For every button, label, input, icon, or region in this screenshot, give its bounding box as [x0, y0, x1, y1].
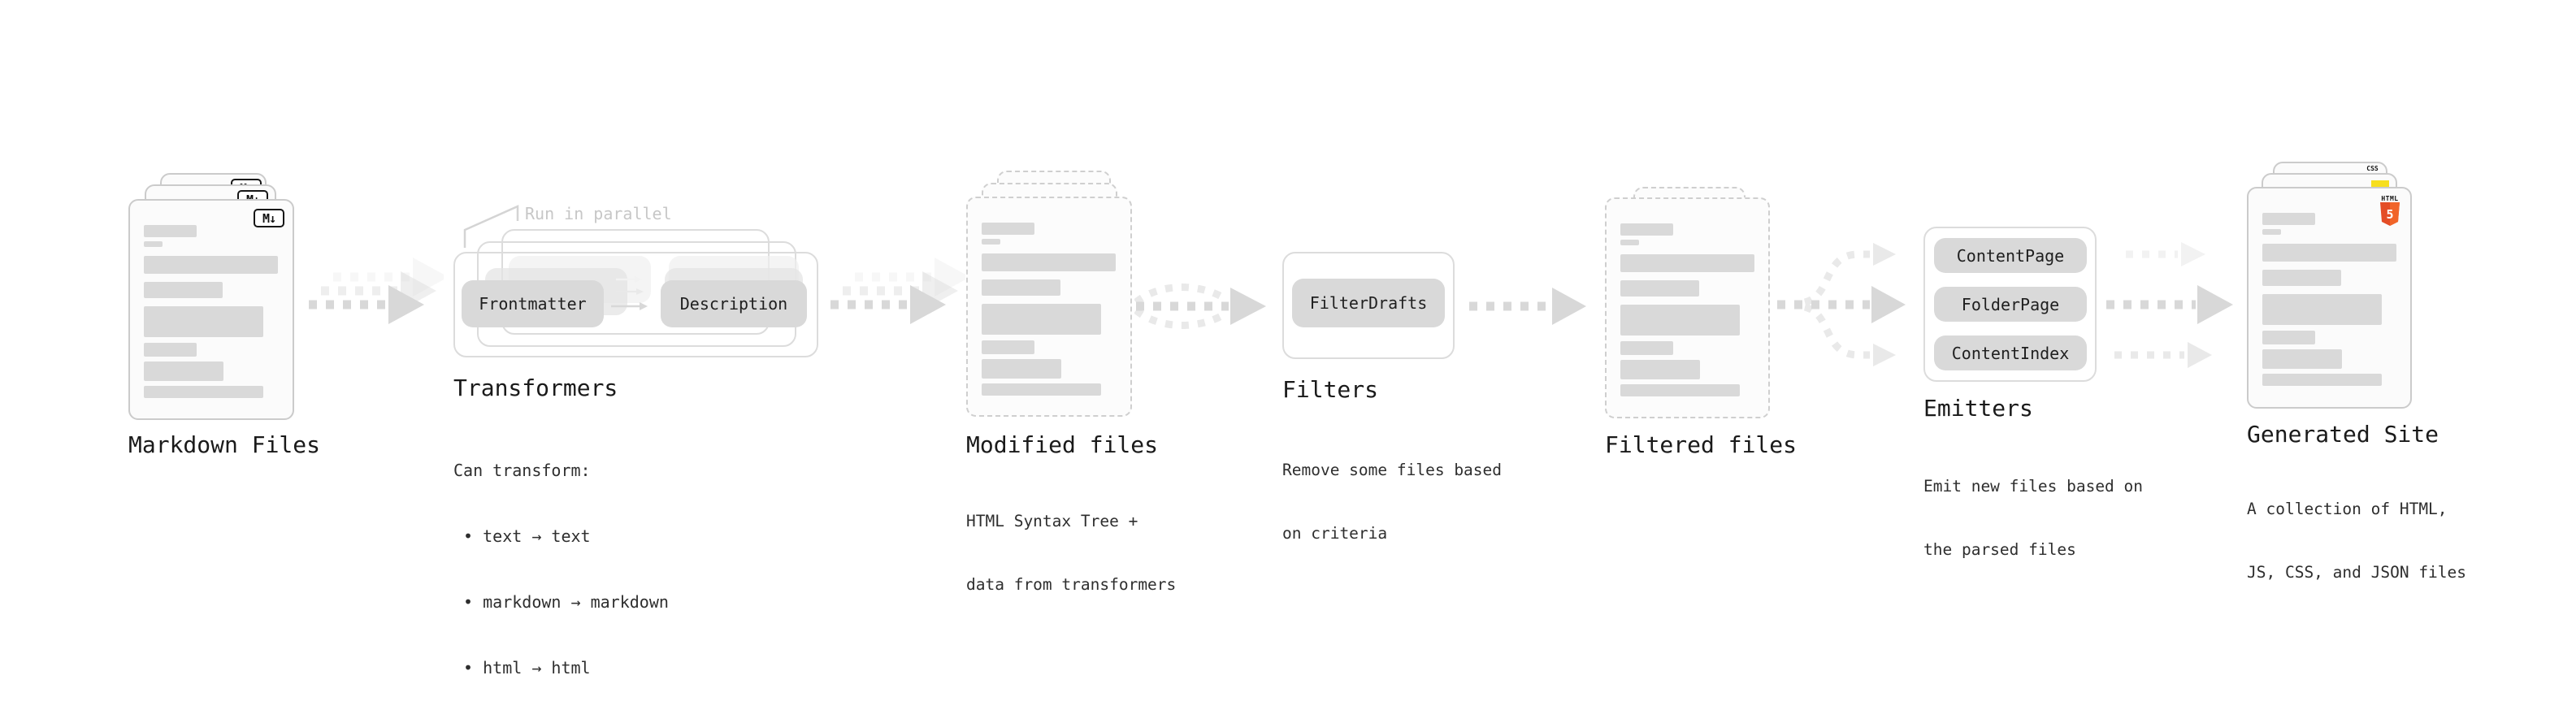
- filters-stage: FilterDrafts Filters Remove some files b…: [1282, 252, 1502, 543]
- emitter-pill: ContentIndex: [1934, 336, 2087, 370]
- stage-description: Remove some files based on criteria: [1282, 418, 1502, 587]
- transformer-pill: Description: [661, 280, 807, 327]
- placeholder-bar: [144, 362, 223, 381]
- placeholder-bar: [2262, 213, 2315, 225]
- emitter-pill: ContentPage: [1934, 238, 2087, 273]
- html5-icon: HTML 5: [2379, 195, 2400, 227]
- placeholder-bar: [144, 306, 263, 337]
- placeholder-bar: [1620, 360, 1700, 379]
- placeholder-bar: [1620, 254, 1754, 272]
- description-line: data from transformers: [966, 575, 1177, 594]
- placeholder-bar: [982, 383, 1101, 396]
- document: [966, 197, 1132, 417]
- stage-description: Can transform: • text → text • markdown …: [453, 416, 669, 723]
- stage-label: Emitters: [1923, 395, 2033, 422]
- stage-label: Markdown Files: [128, 431, 321, 458]
- placeholder-bar: [1620, 384, 1740, 396]
- placeholder-bar: [2262, 349, 2342, 369]
- placeholder-bar: [982, 253, 1116, 271]
- stage-description: Emit new files based on the parsed files: [1923, 434, 2143, 603]
- html5-icon-label: HTML: [2381, 195, 2399, 202]
- stage-label: Transformers: [453, 374, 618, 401]
- placeholder-bar: [982, 359, 1061, 379]
- document: HTML 5: [2247, 187, 2412, 409]
- pipeline-diagram: { "colors":{ "heading":"#1a1a1a","body":…: [128, 162, 2474, 678]
- description-line: JS, CSS, and JSON files: [2247, 563, 2467, 582]
- placeholder-bar: [144, 386, 263, 398]
- description-line: HTML Syntax Tree +: [966, 512, 1138, 530]
- emitters-stage: ContentPage FolderPage ContentIndex Emit…: [1923, 227, 2184, 559]
- placeholder-bar: [2262, 229, 2281, 235]
- description-line: the parsed files: [1923, 540, 2076, 559]
- document: M↓: [128, 199, 294, 420]
- flow-arrow-icon: [1469, 288, 1586, 325]
- description-line: on criteria: [1282, 524, 1388, 543]
- placeholder-bar: [1620, 240, 1639, 245]
- emitter-pill: FolderPage: [1934, 287, 2087, 322]
- markdown-files-stack: M↓ M↓ M↓ Markdown Files: [128, 173, 323, 465]
- generated-site-stack: CSS HTML 5 Generated Site A collection o…: [2247, 162, 2474, 582]
- placeholder-bar: [144, 241, 163, 247]
- placeholder-bar: [144, 225, 197, 237]
- placeholder-bar: [144, 282, 223, 298]
- placeholder-bar: [1620, 341, 1673, 355]
- description-line: A collection of HTML,: [2247, 500, 2448, 518]
- filter-pill: FilterDrafts: [1292, 279, 1445, 327]
- parallel-note: Run in parallel: [525, 204, 672, 223]
- placeholder-bar: [2262, 374, 2382, 386]
- description-line: • markdown → markdown: [453, 592, 669, 612]
- svg-text:5: 5: [2386, 207, 2393, 222]
- placeholder-bar: [982, 279, 1060, 296]
- filtered-files-stack: Filtered files: [1605, 187, 1800, 512]
- description-line: Emit new files based on: [1923, 477, 2144, 496]
- markdown-icon-label: M↓: [262, 210, 276, 226]
- html5-shield-icon: 5: [2380, 202, 2400, 226]
- parallel-frame: [453, 252, 818, 357]
- fanout-arrows-icon: [2106, 242, 2233, 368]
- transformer-pill: Frontmatter: [462, 280, 604, 327]
- flow-arrow-icon: [830, 258, 965, 324]
- placeholder-bar: [2262, 244, 2396, 262]
- placeholder-bar: [144, 256, 278, 274]
- stage-label: Filters: [1282, 376, 1379, 403]
- css-icon-label: CSS: [2366, 165, 2379, 172]
- placeholder-bar: [982, 340, 1034, 354]
- placeholder-bar: [144, 343, 197, 357]
- placeholder-bar: [2262, 270, 2341, 286]
- stage-description: HTML Syntax Tree + data from transformer…: [966, 469, 1176, 638]
- stage-label: Generated Site: [2247, 421, 2439, 448]
- description-line: Can transform:: [453, 461, 591, 480]
- parallel-arrows-icon: [611, 276, 648, 310]
- placeholder-bar: [982, 304, 1101, 335]
- description-line: Remove some files based: [1282, 461, 1503, 479]
- modified-files-stack: Modified files HTML Syntax Tree + data f…: [966, 171, 1176, 594]
- placeholder-bar: [2262, 331, 2315, 344]
- placeholder-bar: [2262, 294, 2382, 325]
- placeholder-bar: [982, 239, 1000, 245]
- stage-description: A collection of HTML, JS, CSS, and JSON …: [2247, 457, 2466, 626]
- transformers-stage: Run in parallel Frontmatter Description …: [453, 204, 827, 678]
- stage-label: Modified files: [966, 431, 1159, 458]
- markdown-icon: M↓: [254, 209, 284, 227]
- placeholder-bar: [982, 223, 1034, 235]
- placeholder-bar: [1620, 305, 1740, 336]
- description-line: • html → html: [453, 658, 591, 678]
- merge-arrow-icon: [1134, 284, 1266, 329]
- split-arrow-icon: [1777, 243, 1906, 366]
- note-leader-line-icon: [463, 205, 519, 248]
- flow-arrow-icon: [309, 258, 444, 324]
- stage-label: Filtered files: [1605, 431, 1798, 458]
- placeholder-bar: [1620, 223, 1673, 236]
- placeholder-bar: [1620, 280, 1699, 297]
- description-line: • text → text: [453, 526, 591, 546]
- document: [1605, 197, 1770, 418]
